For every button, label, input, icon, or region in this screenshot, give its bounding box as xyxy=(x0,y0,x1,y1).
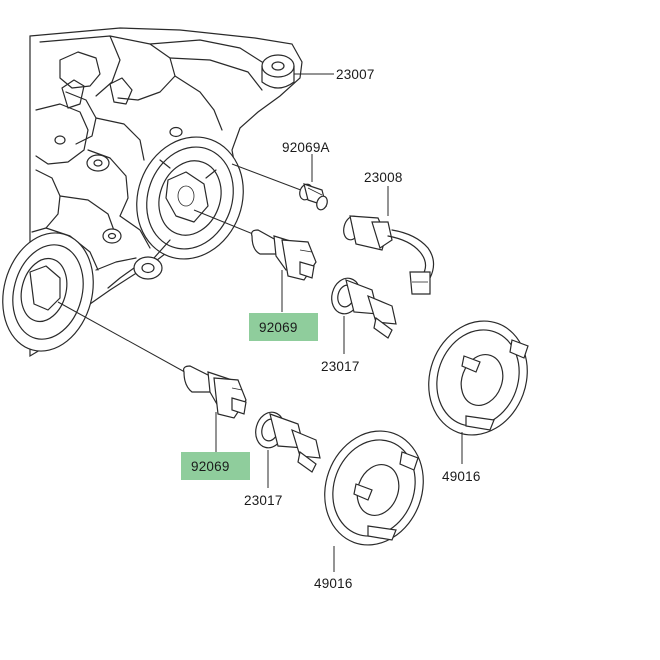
label-23008: 23008 xyxy=(364,170,403,185)
headlight-housing xyxy=(2,27,303,358)
assembly-axis-lines xyxy=(57,163,307,377)
axis-upper-main-bulb xyxy=(193,209,259,237)
bulb-lower-92069 xyxy=(183,365,247,419)
label-92069-upper: 92069 xyxy=(259,320,298,335)
label-23017-upper: 23017 xyxy=(321,359,360,374)
label-23007: 23007 xyxy=(336,67,375,82)
socket-upper-23017 xyxy=(331,277,397,339)
highlight-92069-upper xyxy=(249,313,318,341)
socket-lower-23017 xyxy=(255,411,321,473)
label-49016-left: 49016 xyxy=(314,576,353,591)
highlight-92069-lower xyxy=(181,452,250,480)
leader-lines xyxy=(215,73,463,572)
position-bulb-92069A xyxy=(299,183,328,211)
part-labels: 23007 92069A 23008 92069 23017 92069 230… xyxy=(191,67,481,591)
dust-cover-left-49016 xyxy=(324,430,424,546)
position-socket-23008 xyxy=(343,215,435,295)
axis-upper-small-bulb xyxy=(231,163,307,193)
label-92069A: 92069A xyxy=(282,140,330,155)
label-23017-lower: 23017 xyxy=(244,493,283,508)
label-49016-right: 49016 xyxy=(442,469,481,484)
dust-cover-right-49016 xyxy=(428,320,529,436)
axis-lower-main-bulb xyxy=(57,301,193,377)
bulb-upper-92069 xyxy=(251,229,317,281)
label-92069-lower: 92069 xyxy=(191,459,230,474)
